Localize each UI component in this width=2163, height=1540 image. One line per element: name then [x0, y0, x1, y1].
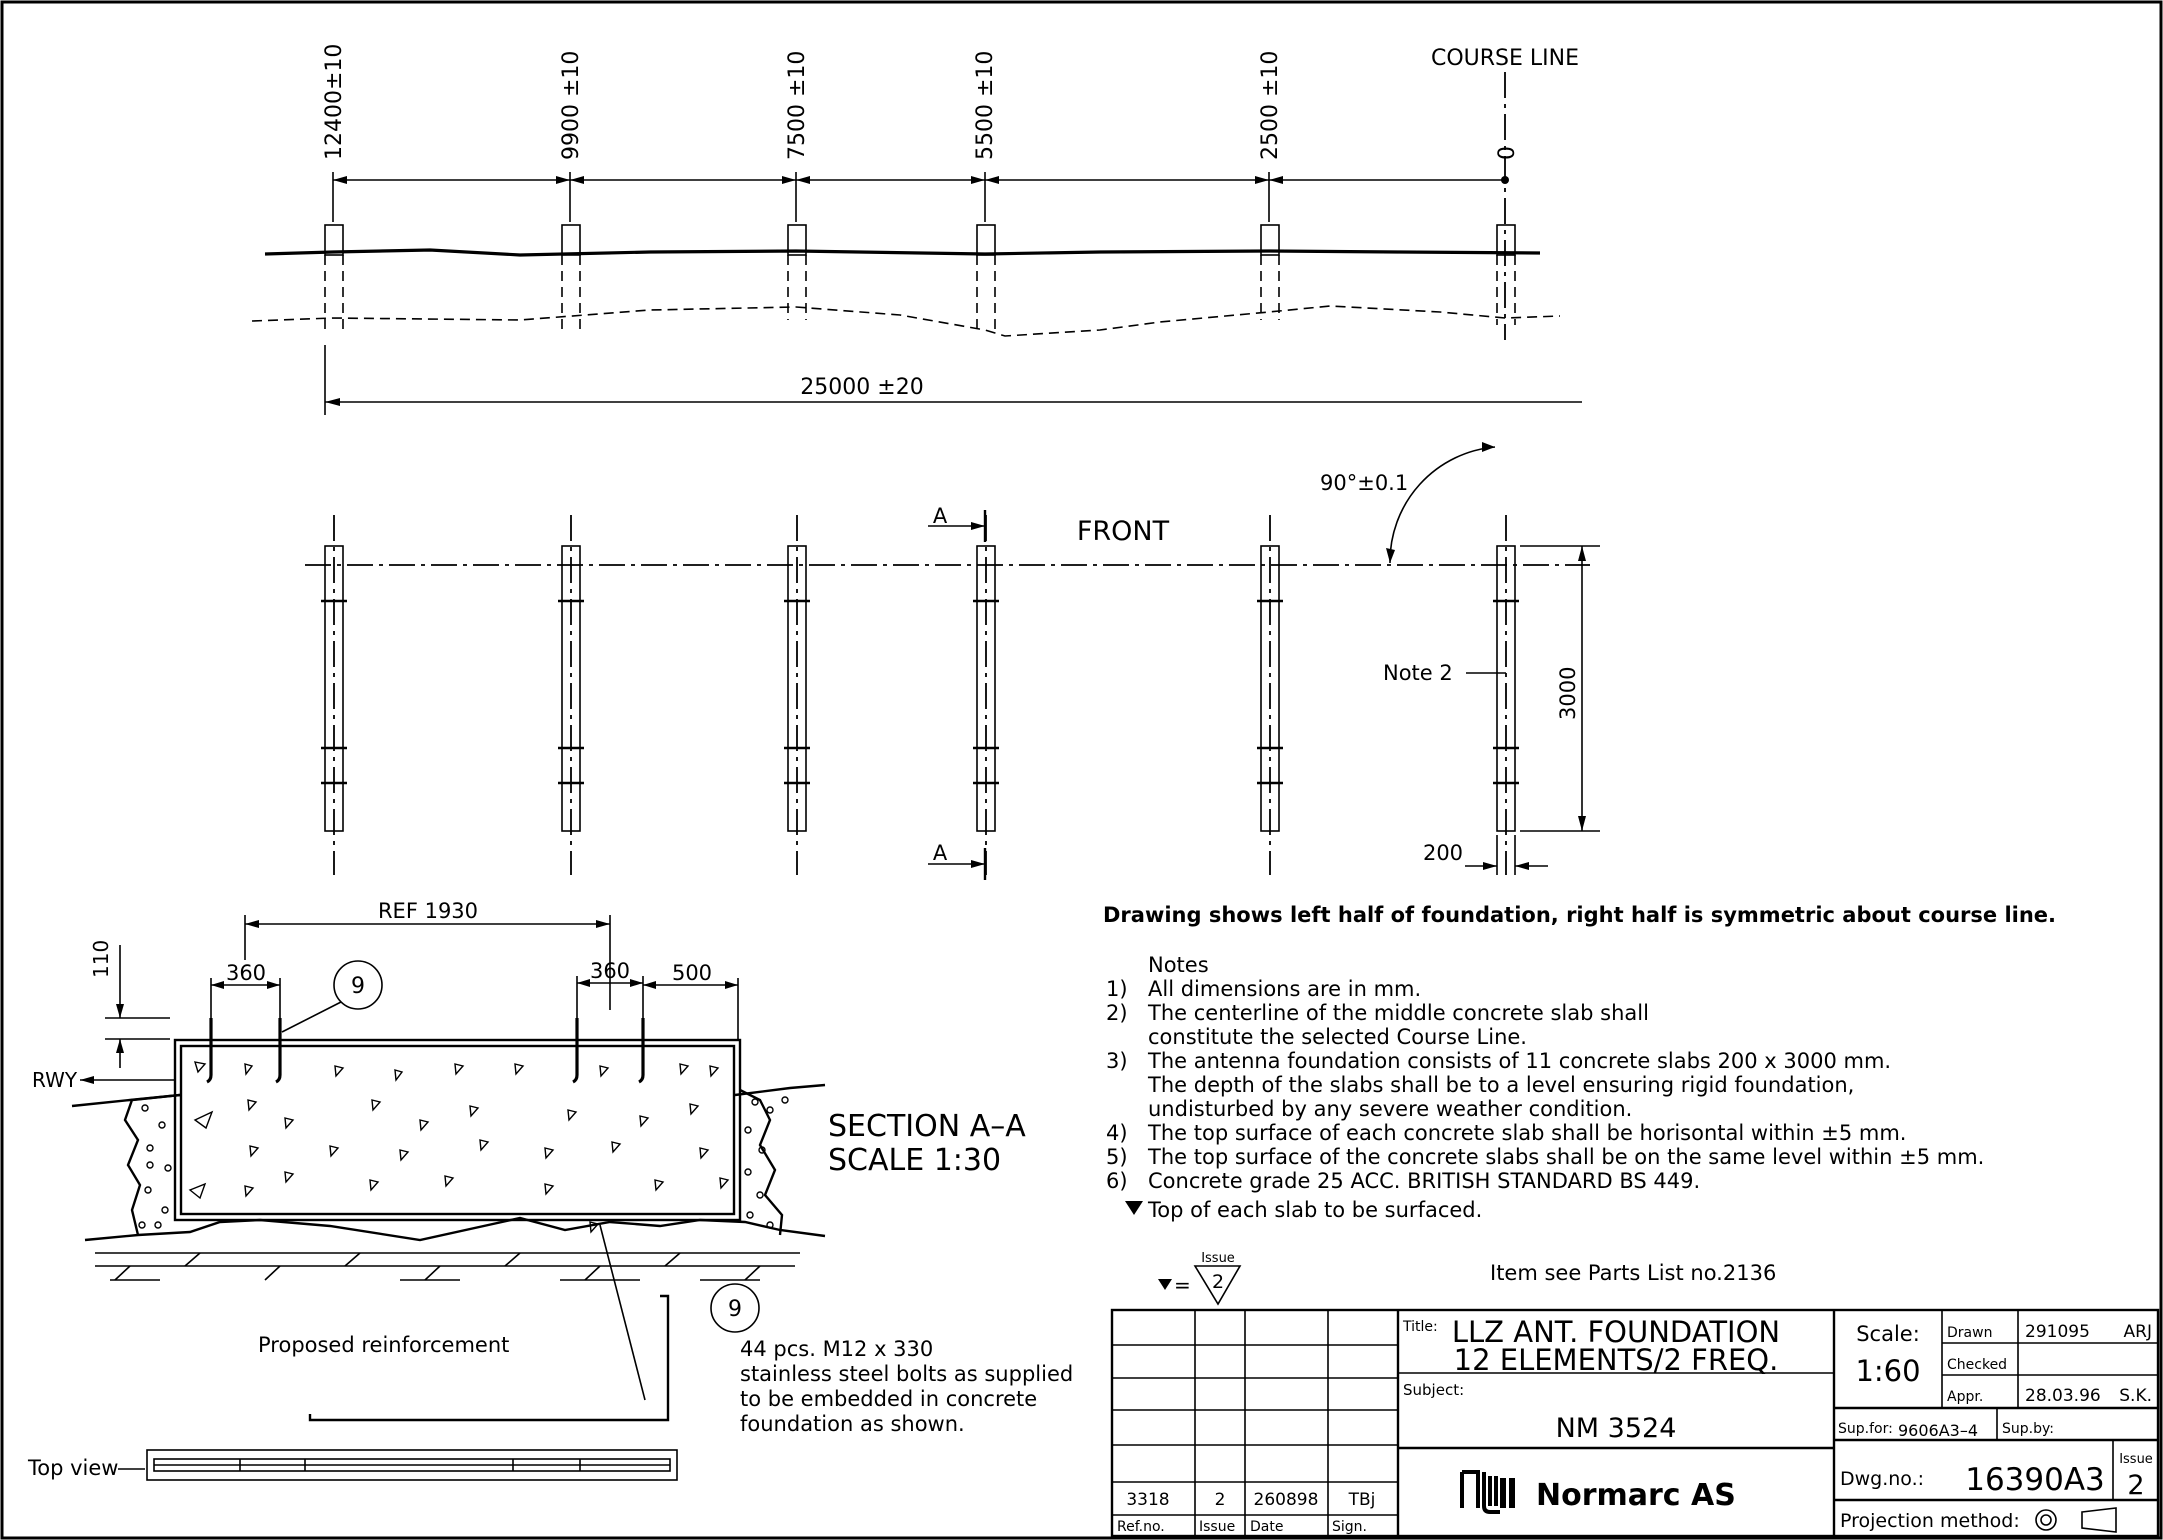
note-3-line-2: The depth of the slabs shall be to a lev… — [1147, 1073, 1854, 1097]
dwgno-label: Dwg.no.: — [1840, 1468, 1924, 1490]
angle-label: 90°±0.1 — [1320, 471, 1408, 495]
note-5-number: 5) — [1106, 1145, 1128, 1169]
position-label-5: 2500 ±10 — [1258, 51, 1283, 160]
ref-no-header: Ref.no. — [1117, 1519, 1165, 1535]
note-2-number: 2) — [1106, 1001, 1128, 1025]
symmetry-note: Drawing shows left half of foundation, r… — [1103, 903, 2056, 927]
drawn-label: Drawn — [1947, 1325, 1992, 1341]
ref-dimension: REF 1930 — [378, 899, 478, 923]
plan-view: FRONT 90°±0.1 — [305, 442, 1600, 880]
rev-ref: 3318 — [1126, 1490, 1169, 1510]
title-block: 3318 2 260898 TBj Ref.no. Issue Date Sig… — [1110, 1308, 2160, 1538]
note-3-line-3: undisturbed by any severe weather condit… — [1148, 1097, 1632, 1121]
note-1-line-1: All dimensions are in mm. — [1148, 977, 1421, 1001]
issue-symbol-label: Issue — [1201, 1251, 1235, 1266]
supfor-label: Sup.for: — [1838, 1421, 1893, 1437]
position-label-4: 5500 ±10 — [973, 51, 998, 160]
appr-date: 28.03.96 — [2025, 1386, 2101, 1406]
section-mark-bottom: A — [933, 841, 948, 865]
note-4-line-1: The top surface of each concrete slab sh… — [1147, 1121, 1906, 1145]
length-dimension: 3000 — [1556, 667, 1580, 720]
note-3-number: 3) — [1106, 1049, 1128, 1073]
section-mark-top: A — [933, 504, 948, 528]
normarc-logo: Normarc AS — [1460, 1470, 1736, 1514]
dwgno-value: 16390A3 — [1965, 1462, 2105, 1498]
dim-500: 500 — [672, 961, 712, 985]
rev-issue: 2 — [1215, 1490, 1226, 1510]
subject-value: NM 3524 — [1556, 1413, 1677, 1444]
drawn-by: ARJ — [2124, 1322, 2152, 1342]
section-scale: SCALE 1:30 — [828, 1143, 1001, 1178]
position-label-1: 12400±10 — [322, 44, 347, 160]
section-title: SECTION A–A — [828, 1109, 1026, 1144]
rev-date: 260898 — [1254, 1490, 1319, 1510]
note-3-line-1: The antenna foundation consists of 11 co… — [1147, 1049, 1891, 1073]
note-2-line-2: constitute the selected Course Line. — [1148, 1025, 1527, 1049]
appr-by: S.K. — [2119, 1386, 2152, 1406]
company-name: Normarc AS — [1536, 1478, 1736, 1513]
position-label-6: 0 — [1495, 146, 1520, 160]
top-view-label: Top view — [27, 1456, 118, 1480]
elevation-view: COURSE LINE 12400±10 9900 ±10 7500 ±10 5… — [251, 44, 1582, 415]
issue-marker-icon — [1158, 1279, 1172, 1290]
dim-110: 110 — [89, 940, 113, 978]
supby-label: Sup.by: — [2002, 1421, 2054, 1437]
issue-value: 2 — [2127, 1470, 2144, 1501]
course-line-label: COURSE LINE — [1431, 46, 1579, 71]
sign-header: Sign. — [1332, 1519, 1367, 1535]
scale-label: Scale: — [1856, 1322, 1920, 1346]
surfaced-note: Top of each slab to be surfaced. — [1147, 1198, 1482, 1222]
notes-heading: Notes — [1148, 953, 1209, 977]
appr-label: Appr. — [1947, 1389, 1983, 1405]
bolt-text-2: stainless steel bolts as supplied — [740, 1362, 1073, 1386]
rwy-label: RWY — [32, 1068, 78, 1092]
dim-360-right: 360 — [590, 959, 630, 983]
subject-label: Subject: — [1403, 1381, 1464, 1399]
bolt-text-3: to be embedded in concrete — [740, 1387, 1037, 1411]
bolt-text-1: 44 pcs. M12 x 330 — [740, 1337, 933, 1361]
note-1-number: 1) — [1106, 977, 1128, 1001]
note-2-label: Note 2 — [1383, 661, 1453, 685]
svg-text:=: = — [1174, 1273, 1191, 1297]
projection-label: Projection method: — [1840, 1510, 2020, 1532]
issue-symbol-value: 2 — [1212, 1271, 1224, 1293]
reinforcement: Proposed reinforcement 9 44 pcs. M12 x 3… — [27, 1224, 1073, 1481]
note-5-line-1: The top surface of the concrete slabs sh… — [1147, 1145, 1984, 1169]
front-label: FRONT — [1077, 516, 1170, 547]
checked-label: Checked — [1947, 1357, 2007, 1373]
title-line-2: 12 ELEMENTS/2 FREQ. — [1454, 1343, 1779, 1377]
issue-label: Issue — [2119, 1452, 2153, 1467]
drawn-date: 291095 — [2025, 1322, 2090, 1342]
rev-sign: TBj — [1348, 1490, 1376, 1510]
surface-triangle-icon — [1125, 1201, 1143, 1215]
notes-block: Drawing shows left half of foundation, r… — [1103, 903, 2056, 1306]
position-label-2: 9900 ±10 — [559, 51, 584, 160]
date-header: Date — [1250, 1519, 1283, 1535]
reinforcement-label: Proposed reinforcement — [258, 1333, 509, 1357]
overall-dimension: 25000 ±20 — [800, 375, 923, 400]
reinforcement-balloon-9: 9 — [728, 1297, 742, 1322]
supfor-value: 9606A3–4 — [1898, 1421, 1978, 1440]
parts-list-note: Item see Parts List no.2136 — [1490, 1261, 1776, 1285]
note-4-number: 4) — [1106, 1121, 1128, 1145]
note-2-line-1: The centerline of the middle concrete sl… — [1147, 1001, 1649, 1025]
projection-symbol-icon — [2035, 1507, 2117, 1533]
title-label: Title: — [1402, 1319, 1438, 1335]
width-dimension: 200 — [1423, 841, 1463, 865]
bolt-text-4: foundation as shown. — [740, 1412, 965, 1436]
issue-header: Issue — [1199, 1519, 1235, 1535]
position-label-3: 7500 ±10 — [785, 51, 810, 160]
section-aa: REF 1930 360 360 500 110 RWY — [32, 899, 1026, 1281]
scale-value: 1:60 — [1855, 1354, 1920, 1388]
note-6-number: 6) — [1106, 1169, 1128, 1193]
note-6-line-1: Concrete grade 25 ACC. BRITISH STANDARD … — [1148, 1169, 1700, 1193]
section-balloon-9: 9 — [351, 974, 365, 999]
title-line-1: LLZ ANT. FOUNDATION — [1452, 1315, 1780, 1349]
dim-360-left: 360 — [226, 961, 266, 985]
